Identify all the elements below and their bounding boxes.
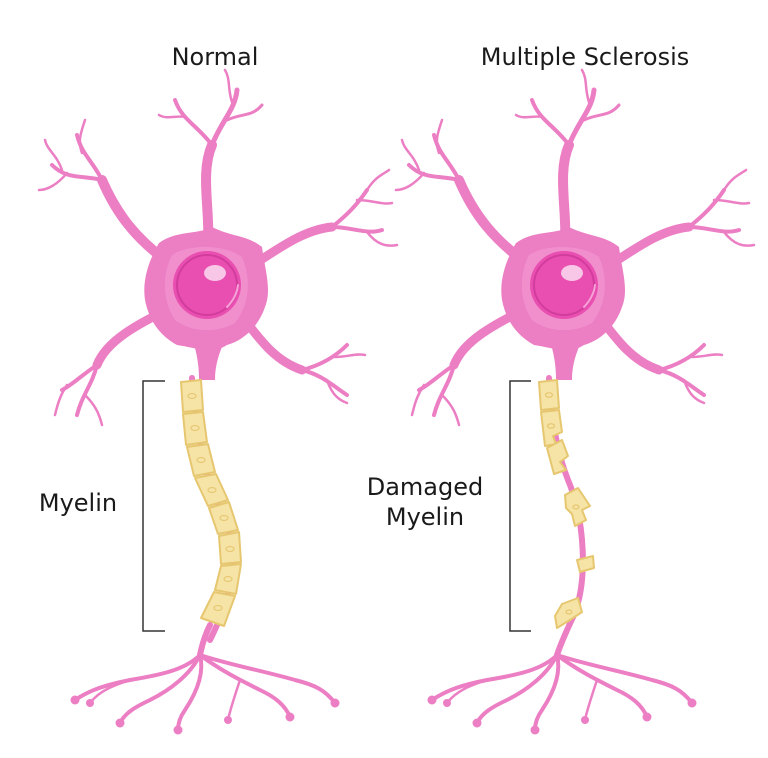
ms-axon-terminals [430,653,694,732]
myelin-bracket [142,380,165,632]
ms-soma-and-dendrites [396,70,754,425]
label-damaged-line2: Myelin [385,503,465,531]
damaged-myelin-bracket [509,380,531,632]
normal-neuron [39,70,397,735]
myelin-sheath [180,379,242,627]
normal-axon-terminals [73,653,337,732]
label-myelin: Myelin [38,489,118,517]
damaged-myelin [538,379,595,629]
label-damaged-line1: Damaged [366,473,484,501]
title-multiple-sclerosis: Multiple Sclerosis [480,43,690,71]
title-normal: Normal [171,43,259,71]
normal-soma-and-dendrites [39,70,397,425]
label-damaged-myelin: Damaged Myelin [355,472,495,532]
ms-neuron [396,70,754,735]
